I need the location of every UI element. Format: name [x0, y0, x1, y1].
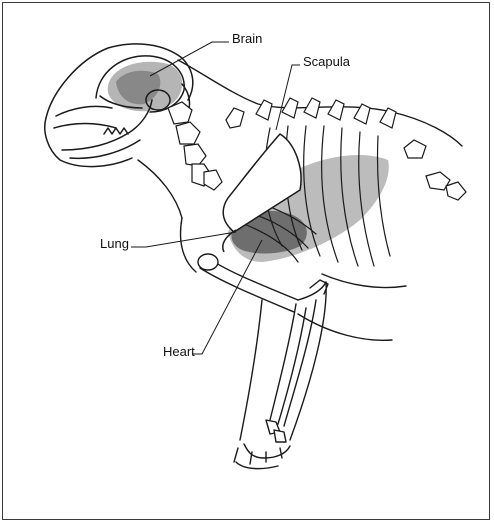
lung-label: Lung: [100, 236, 129, 251]
lung-leader: [131, 232, 236, 247]
foreleg: [198, 254, 328, 469]
heart-label: Heart: [163, 344, 195, 359]
brain-label: Brain: [232, 31, 262, 46]
scapula-label: Scapula: [303, 54, 350, 69]
scapula-leader: [276, 65, 300, 130]
skull: [45, 44, 193, 167]
